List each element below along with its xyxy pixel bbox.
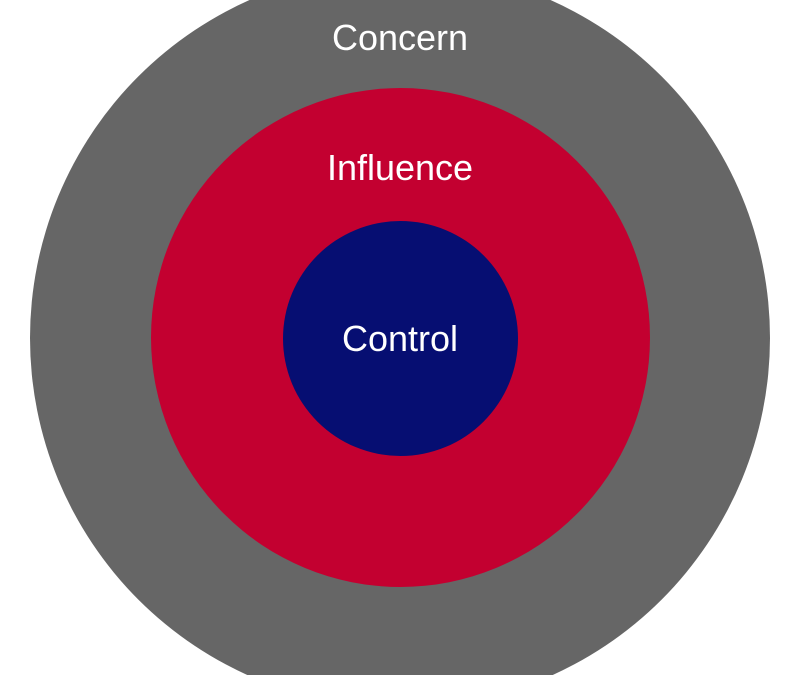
control-label: Control — [341, 318, 459, 359]
control-circle — [283, 221, 518, 456]
influence-label: Influence — [326, 147, 474, 188]
concern-label: Concern — [331, 17, 469, 58]
